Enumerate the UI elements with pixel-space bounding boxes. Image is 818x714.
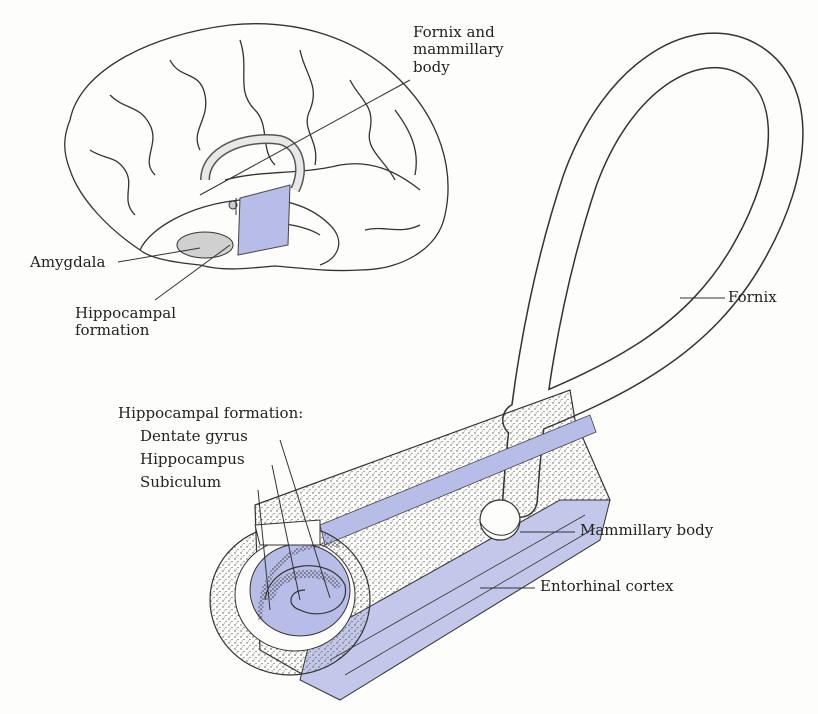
label-fornix-mammillary-line3: body [413, 59, 504, 76]
label-hippocampus: Hippocampus [140, 451, 245, 468]
label-amygdala: Amygdala [30, 254, 105, 271]
label-mammillary-body: Mammillary body [580, 522, 713, 539]
label-entorhinal-cortex: Entorhinal cortex [540, 578, 673, 595]
label-hippocampal-small-line2: formation [75, 322, 176, 339]
label-hippocampal-formation-small: Hippocampal formation [75, 305, 176, 340]
label-subiculum: Subiculum [140, 474, 221, 491]
hippocampal-body [210, 390, 610, 700]
brain-amygdala-shape [177, 232, 233, 258]
label-hippocampal-small-line1: Hippocampal [75, 305, 176, 322]
label-hippocampal-formation-header: Hippocampal formation: [118, 405, 303, 422]
label-fornix: Fornix [728, 289, 777, 306]
label-fornix-mammillary-line1: Fornix and [413, 24, 504, 41]
label-dentate-gyrus: Dentate gyrus [140, 428, 248, 445]
label-fornix-mammillary: Fornix and mammillary body [413, 24, 504, 76]
label-fornix-mammillary-line2: mammillary [413, 41, 504, 58]
